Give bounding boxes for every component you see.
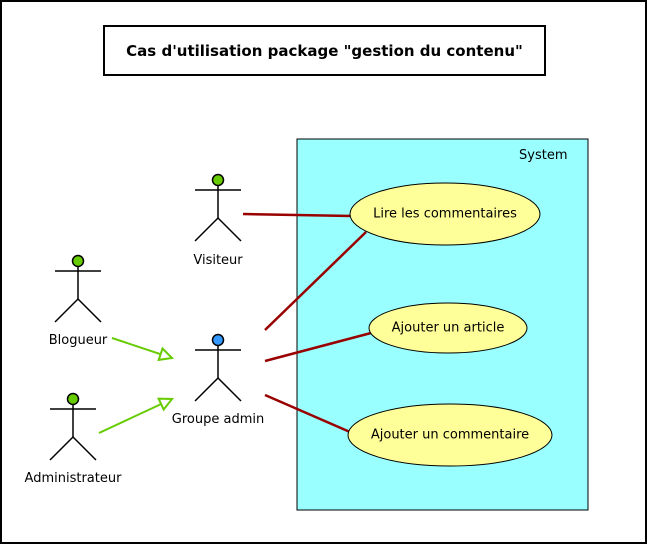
generalization-line-administrateur: [98, 398, 173, 434]
actor-leg-left-groupe_admin: [194, 377, 219, 402]
association-groupe_admin-article: [264, 331, 372, 363]
actor-leg-left-visiteur: [194, 217, 219, 242]
actor-figures: [49, 173, 242, 461]
generalization-arrowhead-blogueur: [157, 346, 175, 362]
diagram-title-box: Cas d'utilisation package "gestion du co…: [103, 25, 546, 76]
association-groupe_admin-commentaire: [264, 393, 351, 434]
actor-head-administrateur: [66, 392, 80, 406]
actor-leg-left-blogueur: [54, 298, 79, 323]
association-groupe_admin-lire: [264, 231, 367, 331]
actor-leg-right-blogueur: [77, 298, 102, 323]
actor-blogueur: [54, 254, 102, 323]
actor-label-administrateur: Administrateur: [24, 471, 122, 486]
generalization-arrows: [98, 337, 175, 434]
actor-label-groupe-admin: Groupe admin: [171, 412, 265, 427]
usecase-label-lire-commentaires: Lire les commentaires: [373, 206, 517, 222]
actor-label-blogueur: Blogueur: [48, 333, 108, 348]
actor-leg-right-groupe_admin: [217, 377, 242, 402]
actor-head-groupe_admin: [211, 333, 225, 347]
usecase-commentaire: [347, 403, 553, 467]
actor-visiteur: [194, 173, 242, 242]
use-case-ellipses: [347, 182, 553, 467]
usecase-label-ajouter-article: Ajouter un article: [391, 320, 505, 336]
actor-leg-right-administrateur: [72, 436, 97, 461]
association-visiteur-lire: [242, 212, 353, 218]
generalization-arrowhead-administrateur: [156, 397, 175, 412]
usecase-label-ajouter-commentaire: Ajouter un commentaire: [370, 427, 530, 443]
usecase-lire: [349, 182, 541, 246]
actor-leg-left-administrateur: [49, 436, 74, 461]
actor-administrateur: [49, 392, 97, 461]
diagram-title: Cas d'utilisation package "gestion du co…: [126, 41, 523, 60]
system-label: System: [519, 148, 568, 163]
usecase-article: [368, 302, 528, 354]
actor-head-visiteur: [211, 173, 225, 187]
actor-leg-right-visiteur: [217, 217, 242, 242]
actor-label-visiteur: Visiteur: [193, 253, 243, 268]
association-lines: [242, 212, 372, 434]
actor-head-blogueur: [71, 254, 85, 268]
actor-groupe_admin: [194, 333, 242, 402]
